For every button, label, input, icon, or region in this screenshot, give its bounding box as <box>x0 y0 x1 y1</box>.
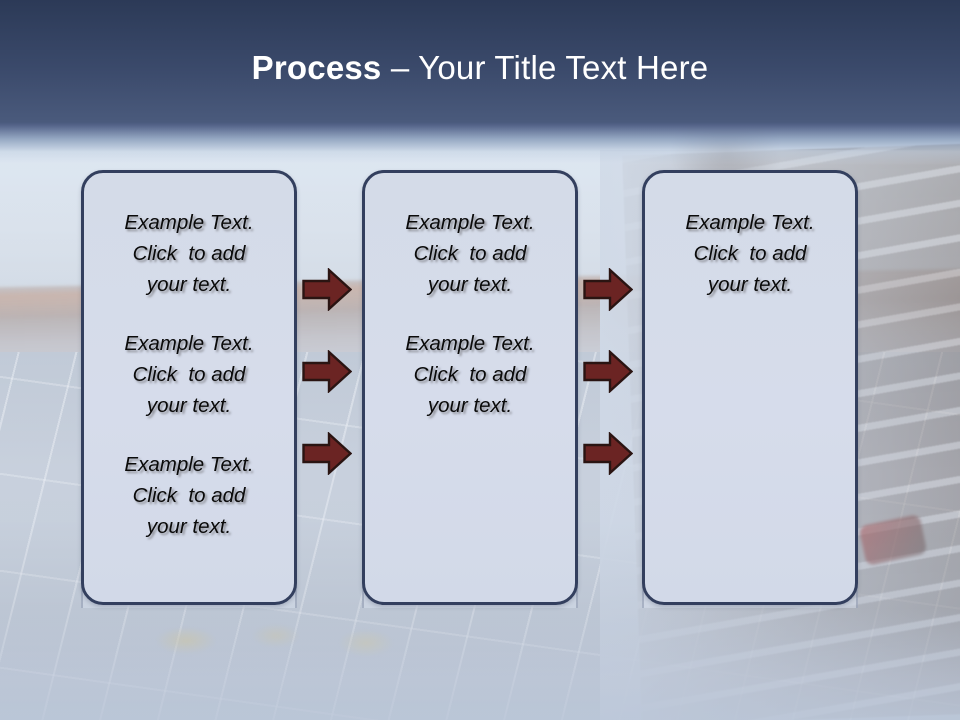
process-box-2-paragraph-1[interactable]: Example Text. Click to add your text. <box>405 211 535 296</box>
page-title-rest: – Your Title Text Here <box>381 49 709 86</box>
arrow-right-icon-6[interactable] <box>583 432 633 475</box>
arrow-right-icon-4[interactable] <box>583 268 633 311</box>
arrow-right-icon-1[interactable] <box>302 268 352 311</box>
arrow-right-icon-2[interactable] <box>302 350 352 393</box>
process-box-1[interactable]: Example Text. Click to add your text. Ex… <box>81 170 297 605</box>
page-title-strong: Process <box>251 49 382 86</box>
process-box-1-paragraph-3[interactable]: Example Text. Click to add your text. <box>124 453 254 538</box>
process-box-2-paragraph-2[interactable]: Example Text. Click to add your text. <box>405 332 535 417</box>
arrow-right-icon-3[interactable] <box>302 432 352 475</box>
process-box-3[interactable]: Example Text. Click to add your text. <box>642 170 858 605</box>
title-banner: Process – Your Title Text Here <box>0 0 960 165</box>
process-box-1-paragraph-2[interactable]: Example Text. Click to add your text. <box>124 332 254 417</box>
process-box-3-paragraph-1[interactable]: Example Text. Click to add your text. <box>685 211 815 296</box>
process-box-2[interactable]: Example Text. Click to add your text. Ex… <box>362 170 578 605</box>
page-title: Process – Your Title Text Here <box>0 48 960 88</box>
process-box-1-paragraph-1[interactable]: Example Text. Click to add your text. <box>124 211 254 296</box>
arrow-right-icon-5[interactable] <box>583 350 633 393</box>
